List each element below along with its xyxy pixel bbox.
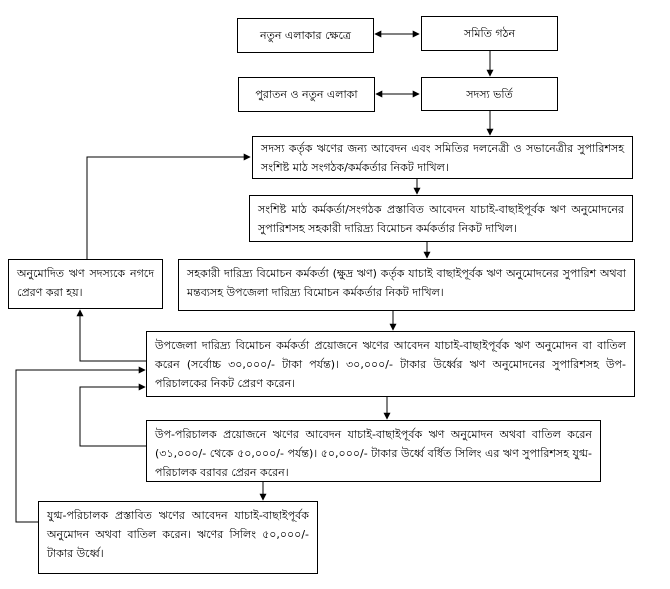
node-samity-formation: সমিতি গঠন — [421, 16, 558, 51]
node-joint-director: যুগ্ম-পরিচালক প্রস্তাবিত ঋণের আবেদন যাচা… — [38, 501, 318, 574]
node-label: সংশিষ্ট মাঠ কর্মকর্তা/সংগঠক প্রস্তাবিত আ… — [258, 203, 624, 235]
arrow-upazila-to-approved — [76, 309, 146, 362]
node-label: উপজেলা দারিদ্র্য বিমোচন কর্মকর্তা প্রয়ো… — [155, 339, 626, 390]
node-field-officer: সংশিষ্ট মাঠ কর্মকর্তা/সংগঠক প্রস্তাবিত আ… — [249, 195, 633, 242]
node-label: সমিতি গঠন — [463, 27, 516, 40]
node-label: সদস্য ভর্তি — [466, 87, 513, 101]
node-upazila-officer: উপজেলা দারিদ্র্য বিমোচন কর্মকর্তা প্রয়ো… — [146, 331, 635, 397]
node-assistant-officer: সহকারী দারিদ্র্য বিমোচন কর্মকর্তা (ক্ষুদ… — [178, 259, 635, 311]
node-label: অনুমোদিত ঋণ সদস্যকে নগদে প্রেরণ করা হয়। — [17, 267, 154, 299]
node-loan-application: সদস্য কর্তৃক ঋণের জন্য আবেদন এবং সমিতির … — [252, 136, 633, 179]
node-approved-loan: অনুমোদিত ঋণ সদস্যকে নগদে প্রেরণ করা হয়। — [8, 259, 163, 309]
node-label: উপ-পরিচালক প্রয়োজনে ঋণের আবেদন যাচাই-বা… — [155, 428, 592, 479]
node-label: পুরাতন ও নতুন এলাকা — [255, 88, 358, 101]
node-label: সদস্য কর্তৃক ঋণের জন্য আবেদন এবং সমিতির … — [261, 142, 624, 174]
arrow-deputy-to-upazila — [79, 383, 146, 447]
node-label: সহকারী দারিদ্র্য বিমোচন কর্মকর্তা (ক্ষুদ… — [187, 267, 626, 299]
node-member-admission: সদস্য ভর্তি — [421, 77, 558, 111]
node-new-area: নতুন এলাকার ক্ষেত্রে — [237, 18, 374, 53]
node-label: নতুন এলাকার ক্ষেত্রে — [260, 29, 351, 42]
arrow-approved-to-application — [86, 153, 251, 259]
node-label: যুগ্ম-পরিচালক প্রস্তাবিত ঋণের আবেদন যাচা… — [47, 509, 309, 560]
node-old-new-area: পুরাতন ও নতুন এলাকা — [238, 77, 375, 112]
node-deputy-director: উপ-পরিচালক প্রয়োজনে ঋণের আবেদন যাচাই-বা… — [146, 420, 601, 482]
arrow-joint-to-upazila — [15, 366, 146, 523]
